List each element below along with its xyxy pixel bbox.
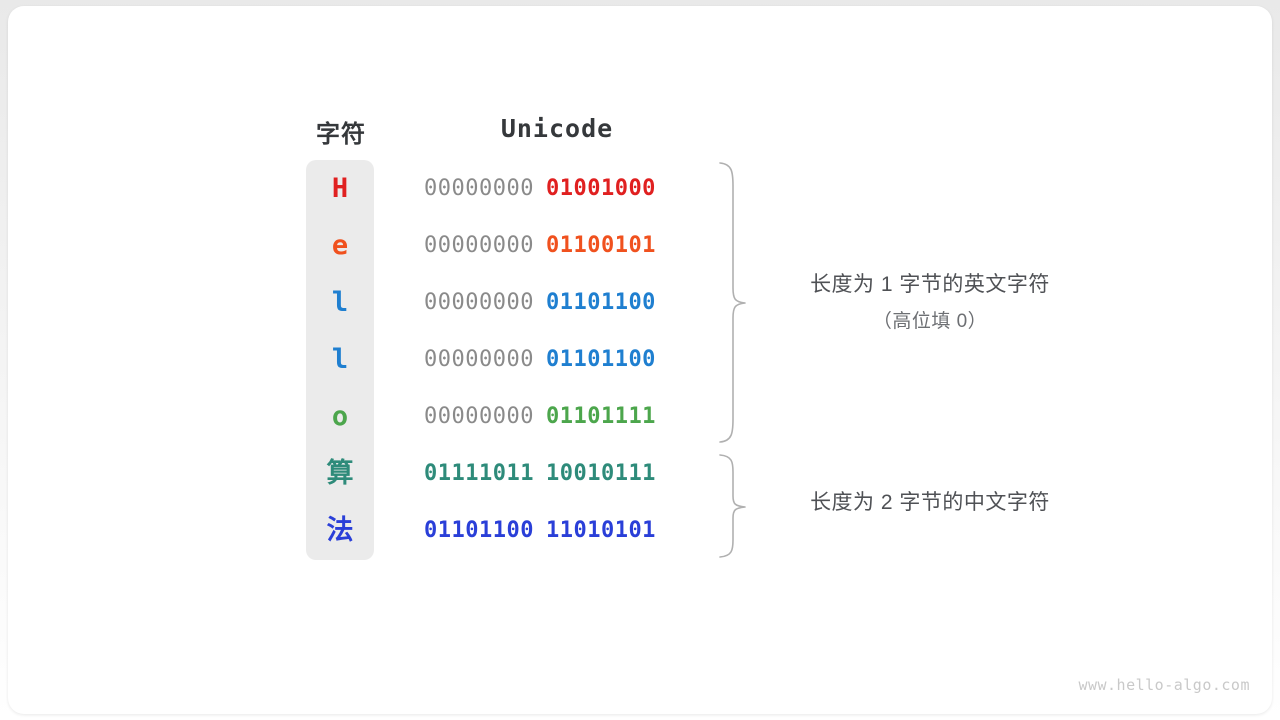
character-cell: l [331,287,349,318]
character-cell: H [331,173,349,204]
annotation-cjk: 长度为 2 字节的中文字符 [760,486,1100,516]
unicode-bit-row: 01101100 11010101 [424,502,692,559]
high-byte: 00000000 [424,347,534,372]
character-cell: l [331,344,349,375]
high-byte: 00000000 [424,233,534,258]
column-header-character: 字符 [316,121,366,148]
annotation-ascii-line2: （高位填 0） [872,311,988,332]
high-byte: 01101100 [424,518,534,543]
annotation-ascii: 长度为 1 字节的英文字符 （高位填 0） [760,268,1100,333]
unicode-bit-row: 00000000 01001000 [424,160,692,217]
unicode-bit-row: 01111011 10010111 [424,445,692,502]
annotation-cjk-line1: 长度为 2 字节的中文字符 [810,491,1050,514]
unicode-bit-row: 00000000 01101100 [424,274,692,331]
low-byte: 01001000 [545,176,656,201]
character-cell: 法 [326,515,354,546]
watermark: www.hello-algo.com [1078,676,1250,694]
low-byte: 10010111 [545,461,656,486]
diagram-card [8,6,1272,714]
unicode-bit-row: 00000000 01100101 [424,217,692,274]
low-byte: 01101100 [545,290,656,315]
low-byte: 01101111 [545,404,656,429]
high-byte: 00000000 [424,404,534,429]
low-byte: 11010101 [545,518,656,543]
unicode-bit-row: 00000000 01101100 [424,331,692,388]
character-cell: 算 [326,458,354,489]
column-header-unicode: Unicode [500,114,614,143]
character-cell: e [331,230,349,261]
high-byte: 01111011 [424,461,534,486]
high-byte: 00000000 [424,290,534,315]
high-byte: 00000000 [424,176,534,201]
annotation-ascii-line1: 长度为 1 字节的英文字符 [810,273,1050,296]
character-cell: o [331,401,349,432]
low-byte: 01101100 [545,347,656,372]
brace-ascii-group [718,160,748,445]
brace-cjk-group [718,452,748,560]
low-byte: 01100101 [545,233,656,258]
unicode-bit-row: 00000000 01101111 [424,388,692,445]
